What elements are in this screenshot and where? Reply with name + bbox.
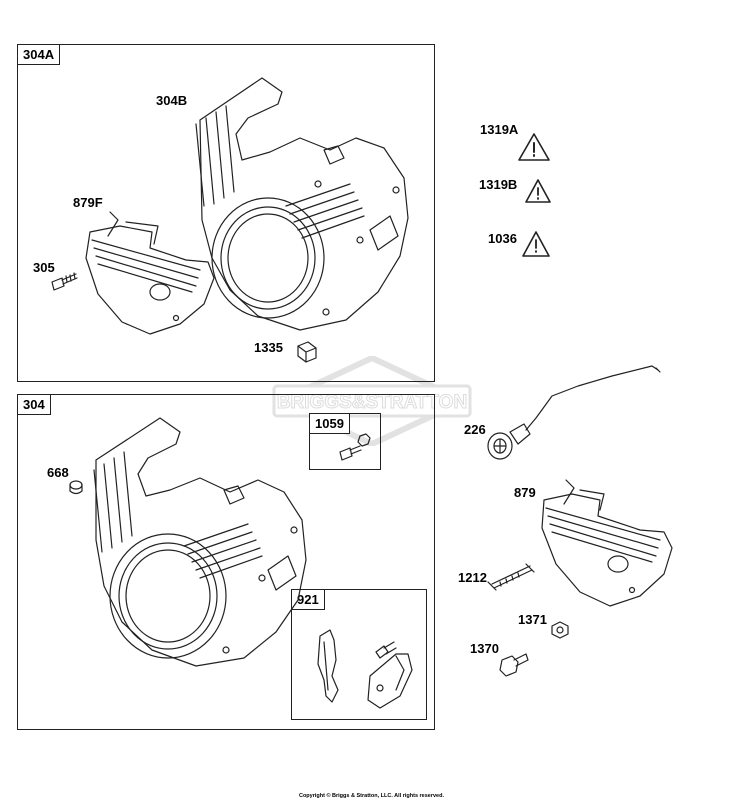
group-304A-tag: 304A	[18, 45, 61, 65]
callout-668: 668	[47, 465, 69, 480]
callout-226: 226	[464, 422, 486, 437]
nut-1371-drawing	[551, 621, 569, 639]
callout-1212: 1212	[458, 570, 487, 585]
stud-1212-drawing	[487, 563, 535, 591]
callout-1319A: 1319A	[480, 122, 519, 137]
plug-668-drawing	[69, 480, 83, 495]
nut-1335-drawing	[297, 341, 317, 363]
group-1059-tag: 1059	[310, 414, 350, 434]
callout-1036: 1036	[488, 231, 517, 246]
warning-decal-1319B-drawing	[525, 179, 551, 203]
group-304A-frame: 304A	[17, 44, 435, 382]
callout-1370: 1370	[470, 641, 499, 656]
group-921-frame: 921	[291, 589, 427, 720]
callout-879: 879	[514, 485, 536, 500]
callout-879F: 879F	[73, 195, 103, 210]
fastener-1059-drawing	[339, 433, 371, 461]
copyright-notice: Copyright © Briggs & Stratton, LLC. All …	[298, 793, 444, 799]
callout-1335: 1335	[254, 340, 283, 355]
callout-304B: 304B	[156, 93, 188, 108]
screw-305-drawing	[51, 272, 78, 291]
group-304-tag: 304	[18, 395, 51, 415]
warning-decal-1036-drawing	[522, 231, 550, 257]
callout-1319B: 1319B	[479, 177, 518, 192]
choke-control-226-drawing	[487, 365, 661, 460]
callout-305: 305	[33, 260, 55, 275]
blower-housing-304-drawing	[93, 417, 307, 667]
callout-1371: 1371	[518, 612, 547, 627]
baffle-921-drawing	[317, 629, 413, 709]
warning-decal-1319A-drawing	[518, 133, 550, 161]
bolt-1370-drawing	[499, 653, 529, 677]
shroud-879F-drawing	[85, 211, 215, 335]
blower-housing-304B-drawing	[195, 77, 409, 331]
shroud-879-drawing	[541, 479, 673, 607]
brand-watermark: BRIGGS&STRATTON	[272, 356, 472, 446]
watermark-text: BRIGGS&STRATTON	[277, 392, 467, 413]
group-1059-frame: 1059	[309, 413, 381, 470]
group-921-tag: 921	[292, 590, 325, 610]
group-304-frame: 304	[17, 394, 435, 730]
